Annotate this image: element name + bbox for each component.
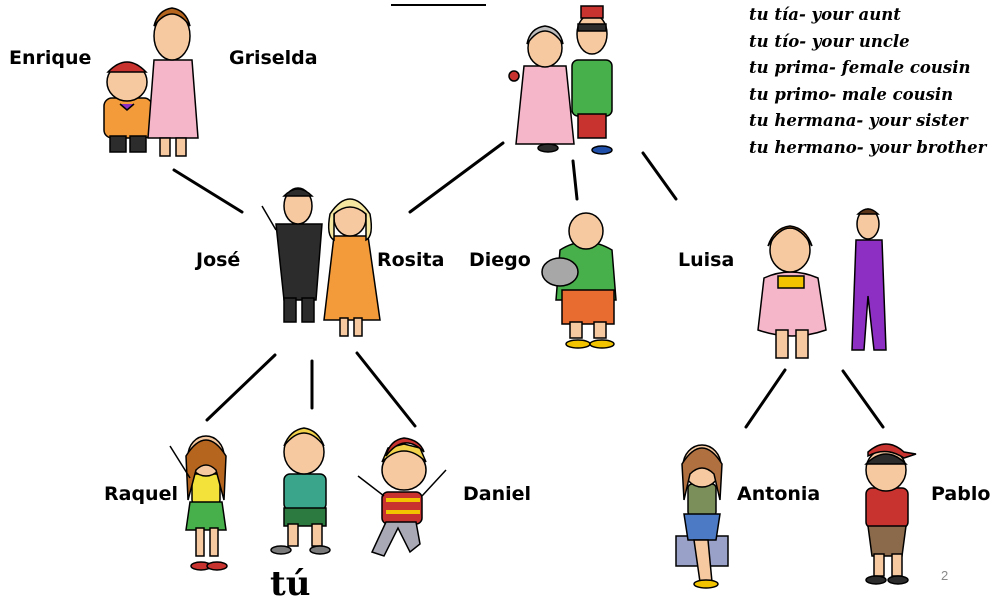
boy-blond-cartoon-icon bbox=[270, 427, 331, 555]
name-antonia: Antonia bbox=[737, 483, 821, 505]
parents-couple-cartoon-icon bbox=[261, 187, 381, 337]
grandpa-cartoon-icon bbox=[103, 61, 153, 153]
vocabulary-list: tu tía- your aunt tu tío- your uncle tu … bbox=[749, 2, 986, 162]
vocab-item: tu tío- your uncle bbox=[749, 31, 910, 51]
name-daniel: Daniel bbox=[463, 483, 532, 505]
aunt-and-man-cartoon-icon bbox=[757, 208, 887, 359]
connector-grandparents-to-luisa bbox=[641, 151, 678, 201]
connector-grandparents-to-diego bbox=[571, 159, 579, 201]
connector-parents-to-daniel bbox=[355, 351, 417, 428]
name-enrique: Enrique bbox=[9, 47, 92, 69]
connector-enrique-to-jose bbox=[172, 168, 244, 214]
connector-grandparents-to-rosita bbox=[408, 141, 505, 214]
name-pablo: Pablo bbox=[931, 483, 991, 505]
vocab-item: tu tía- your aunt bbox=[749, 5, 901, 24]
tree-connectors bbox=[172, 141, 885, 429]
name-rosita: Rosita bbox=[377, 249, 445, 271]
connector-parents-to-raquel bbox=[205, 353, 277, 422]
name-luisa: Luisa bbox=[678, 249, 735, 271]
vocab-item: tu hermana- your sister bbox=[749, 111, 968, 131]
name-jose: José bbox=[196, 249, 241, 271]
boy-jumping-cartoon-icon bbox=[357, 437, 447, 557]
elderly-couple-cartoon-icon bbox=[508, 5, 613, 155]
vocab-item: tu prima- female cousin bbox=[749, 58, 971, 78]
vocab-item: tu primo- male cousin bbox=[749, 84, 954, 104]
girl-waving-cartoon-icon bbox=[169, 435, 228, 571]
name-diego: Diego bbox=[469, 249, 531, 271]
grandma-cartoon-icon bbox=[147, 7, 199, 157]
uncle-with-cat-cartoon-icon bbox=[541, 212, 617, 349]
name-raquel: Raquel bbox=[104, 483, 178, 505]
connector-luisa-to-antonia bbox=[744, 368, 787, 429]
you-label: tú bbox=[270, 564, 311, 604]
title-underline bbox=[391, 0, 486, 6]
boy-red-cap-cartoon-icon bbox=[864, 443, 917, 585]
girl-sitting-cartoon-icon bbox=[675, 444, 729, 589]
name-griselda: Griselda bbox=[229, 47, 318, 69]
slide-number: 2 bbox=[941, 568, 949, 583]
vocab-item: tu hermano- your brother bbox=[749, 137, 987, 157]
connector-luisa-to-pablo bbox=[841, 369, 885, 429]
